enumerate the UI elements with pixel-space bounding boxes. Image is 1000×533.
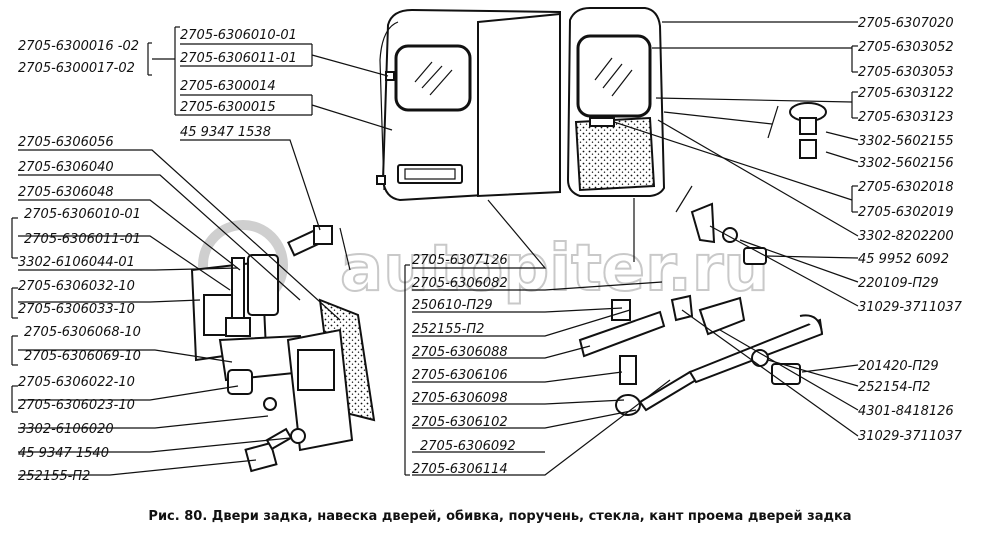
part-label: 2705-6303053 <box>858 65 954 80</box>
part-label: 2705-6306011-01 <box>180 51 297 66</box>
labels-left: 2705-6300016 -02 2705-6300017-02 2705-63… <box>18 39 141 484</box>
part-label: 3302-6106020 <box>18 422 114 437</box>
part-label: 2705-6306022-10 <box>18 375 135 390</box>
part-label: 220109-П29 <box>858 276 939 291</box>
figure-caption: Рис. 80. Двери задка, навеска дверей, об… <box>148 509 851 524</box>
part-label: 2705-6303052 <box>858 40 954 55</box>
part-label: 2705-6303123 <box>858 110 954 125</box>
part-label: 2705-6303122 <box>858 86 954 101</box>
part-label: 2705-6306023-10 <box>18 398 135 413</box>
part-label: 2705-6302018 <box>858 180 954 195</box>
part-label: 2705-6306069-10 <box>24 349 141 364</box>
part-label: 252154-П2 <box>858 380 930 395</box>
part-label: 3302-5602155 <box>858 134 954 149</box>
part-label: 2705-6306114 <box>412 462 508 477</box>
part-label: 31029-3711037 <box>858 300 963 315</box>
part-label: 2705-6306048 <box>18 185 114 200</box>
part-label: 2705-6306082 <box>412 276 508 291</box>
labels-top: 2705-6306010-01 2705-6306011-01 2705-630… <box>180 28 297 140</box>
part-label: 2705-6302019 <box>858 205 954 220</box>
part-label: 2705-6300014 <box>180 79 276 94</box>
part-label: 2705-6306092 <box>420 439 516 454</box>
labels-center: 2705-6307126 2705-6306082 250610-П29 252… <box>412 253 516 477</box>
part-label: 2705-6306040 <box>18 160 114 175</box>
part-label: 2705-6306033-10 <box>18 302 135 317</box>
part-label: 2705-6300015 <box>180 100 276 115</box>
part-label: 2705-6306068-10 <box>24 325 141 340</box>
part-label: 2705-6306098 <box>412 391 508 406</box>
part-label: 2705-6306032-10 <box>18 279 135 294</box>
part-label: 2705-6300017-02 <box>18 61 135 76</box>
part-label: 2705-6307126 <box>412 253 508 268</box>
labels-right: 2705-6307020 2705-6303052 2705-6303053 2… <box>858 16 963 444</box>
part-label: 2705-6306011-01 <box>24 232 141 247</box>
part-label: 2705-6306088 <box>412 345 508 360</box>
part-label: 201420-П29 <box>858 359 939 374</box>
part-label: 3302-8202200 <box>858 229 954 244</box>
part-label: 2705-6306106 <box>412 368 508 383</box>
part-label: 31029-3711037 <box>858 429 963 444</box>
part-label: 2705-6307020 <box>858 16 954 31</box>
part-label: 45 9952 6092 <box>858 252 949 267</box>
part-label: 250610-П29 <box>412 298 493 313</box>
part-label: 45 9347 1540 <box>18 446 109 461</box>
part-label: 252155-П2 <box>18 469 90 484</box>
part-label: 3302-6106044-01 <box>18 255 135 270</box>
rear-doors-drawing <box>376 7 666 202</box>
part-label: 2705-6306056 <box>18 135 114 150</box>
part-label: 2705-6306102 <box>412 415 508 430</box>
watermark-text: autopiter.ru <box>340 232 769 306</box>
part-label: 2705-6306010-01 <box>24 207 141 222</box>
handrail-mechanism <box>578 102 827 416</box>
part-label: 2705-6306010-01 <box>180 28 297 43</box>
hinge-assembly <box>190 225 376 473</box>
part-label: 3302-5602156 <box>858 156 954 171</box>
part-label: 4301-8418126 <box>858 404 954 419</box>
leader-lines <box>11 21 859 476</box>
part-label: 2705-6300016 -02 <box>18 39 139 54</box>
part-label: 45 9347 1538 <box>180 125 271 140</box>
part-label: 252155-П2 <box>412 322 484 337</box>
